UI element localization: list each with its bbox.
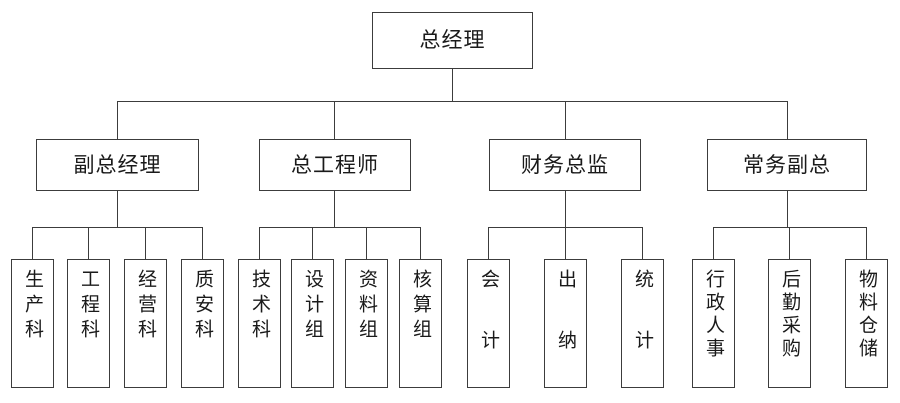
connector-drop-material-warehouse — [866, 227, 867, 260]
connector-drop-logistics-purchasing — [789, 227, 790, 260]
connector-drop-quality-safety-dept — [202, 227, 203, 260]
org-node-label: 财务总监 — [521, 152, 609, 177]
connector-drop-design-group — [312, 227, 313, 260]
connector-drop-engineering-dept — [88, 227, 89, 260]
connector-drop-deputy-gm — [117, 101, 118, 139]
org-node-label: 常务副总 — [743, 152, 831, 177]
org-node-label: 后勤采购 — [779, 269, 801, 361]
connector-drop-operations-dept — [145, 227, 146, 260]
org-node-documents-group[interactable]: 资料组 — [345, 259, 388, 388]
connector-drop-cashier — [565, 227, 566, 260]
connector-bus-deputy-gm — [32, 227, 202, 228]
org-node-quality-safety-dept[interactable]: 质安科 — [181, 259, 224, 388]
connector-stem-exec-vp — [787, 191, 788, 227]
connector-drop-production-dept — [32, 227, 33, 260]
org-node-engineering-dept[interactable]: 工程科 — [67, 259, 110, 388]
connector-root-bus — [117, 101, 787, 102]
connector-stem-chief-engineer — [334, 191, 335, 227]
org-node-cfo[interactable]: 财务总监 — [489, 139, 641, 191]
org-node-accountant[interactable]: 会计 — [467, 259, 510, 391]
org-node-label: 工程科 — [78, 269, 100, 344]
org-node-label: 出纳 — [555, 269, 577, 391]
org-node-design-group[interactable]: 设计组 — [291, 259, 334, 388]
connector-drop-admin-hr — [713, 227, 714, 260]
connector-drop-exec-vp — [787, 101, 788, 139]
connector-stem-deputy-gm — [117, 191, 118, 227]
org-node-label: 质安科 — [192, 269, 214, 344]
connector-drop-statistician — [642, 227, 643, 260]
org-node-label: 总工程师 — [291, 152, 379, 177]
org-node-statistician[interactable]: 统计 — [621, 259, 664, 391]
org-node-label: 设计组 — [302, 269, 324, 344]
connector-drop-cfo — [565, 101, 566, 139]
connector-drop-technology-dept — [259, 227, 260, 260]
org-node-label: 生产科 — [22, 269, 44, 344]
connector-drop-documents-group — [366, 227, 367, 260]
org-node-general-manager[interactable]: 总经理 — [372, 12, 533, 69]
connector-drop-chief-engineer — [334, 101, 335, 139]
org-node-production-dept[interactable]: 生产科 — [11, 259, 54, 388]
connector-drop-accountant — [488, 227, 489, 260]
org-node-technology-dept[interactable]: 技术科 — [238, 259, 281, 388]
org-node-cashier[interactable]: 出纳 — [544, 259, 587, 391]
org-node-material-warehouse[interactable]: 物料仓储 — [845, 259, 888, 388]
org-node-logistics-purchasing[interactable]: 后勤采购 — [768, 259, 811, 388]
org-node-exec-vp[interactable]: 常务副总 — [707, 139, 867, 191]
org-node-label: 技术科 — [249, 269, 271, 344]
org-node-label: 物料仓储 — [856, 269, 878, 361]
org-node-label: 副总经理 — [73, 152, 162, 177]
org-node-label: 行政人事 — [703, 269, 725, 361]
org-node-accounting-group[interactable]: 核算组 — [399, 259, 442, 388]
org-node-label: 总经理 — [419, 28, 486, 52]
connector-stem-cfo — [565, 191, 566, 227]
org-node-label: 经营科 — [135, 269, 157, 344]
org-node-operations-dept[interactable]: 经营科 — [124, 259, 167, 388]
org-node-deputy-gm[interactable]: 副总经理 — [36, 139, 199, 191]
connector-bus-chief-engineer — [259, 227, 420, 228]
org-node-chief-engineer[interactable]: 总工程师 — [259, 139, 411, 191]
connector-root-stem — [452, 69, 453, 101]
org-node-label: 资料组 — [356, 269, 378, 344]
org-node-label: 会计 — [478, 269, 500, 391]
connector-drop-accounting-group — [420, 227, 421, 260]
org-node-admin-hr[interactable]: 行政人事 — [692, 259, 735, 388]
org-node-label: 核算组 — [410, 269, 432, 344]
org-node-label: 统计 — [632, 269, 654, 391]
